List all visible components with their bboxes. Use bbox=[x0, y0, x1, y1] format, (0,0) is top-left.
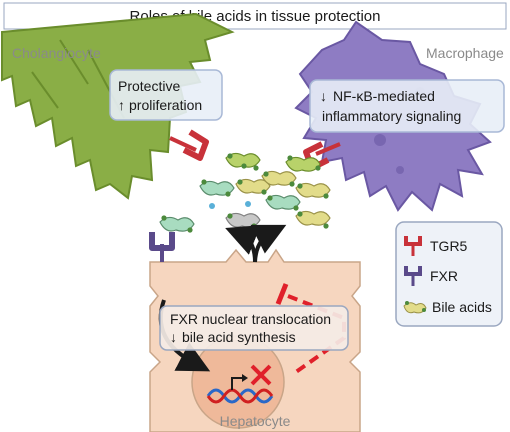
fxr-callout: FXR nuclear translocation ↓ bile acid sy… bbox=[159, 305, 349, 351]
bile-acid-icon bbox=[403, 301, 427, 314]
cholangiocyte-label: Cholangiocyte bbox=[12, 45, 101, 61]
bile-acid-molecule bbox=[159, 215, 195, 233]
dna-icon bbox=[206, 374, 274, 404]
down-arrow-icon: ↓ bbox=[320, 88, 327, 104]
legend-label: Bile acids bbox=[432, 299, 492, 315]
bile-acid-molecule bbox=[265, 194, 301, 211]
protective-proliferation-callout: Protective ↑ proliferation bbox=[109, 69, 223, 121]
legend-item-fxr: FXR bbox=[404, 266, 458, 286]
legend-item-bile-acids: Bile acids bbox=[403, 299, 492, 315]
bile-acid-synthesis-label: bile acid synthesis bbox=[182, 329, 296, 345]
nfkb-label: NF-κB-mediated bbox=[333, 88, 435, 104]
tgr5-receptor-cholangiocyte bbox=[169, 129, 209, 161]
fxr-translocation-label: FXR nuclear translocation bbox=[170, 311, 331, 327]
legend: TGR5 FXR Bile acids bbox=[395, 221, 503, 327]
bile-acid-molecule bbox=[295, 182, 331, 199]
bile-acid-molecule bbox=[225, 212, 261, 229]
tgr5-receptor-icon bbox=[404, 236, 422, 256]
up-arrow-icon: ↑ bbox=[118, 97, 125, 113]
nfkb-callout: ↓ NF-κB-mediated inflammatory signaling bbox=[309, 79, 505, 133]
macrophage-label: Macrophage bbox=[426, 45, 504, 61]
blocked-x-icon bbox=[250, 364, 272, 386]
fxr-receptor-icon bbox=[404, 266, 422, 286]
bile-acid-molecule bbox=[235, 178, 271, 195]
bile-acid-molecule bbox=[225, 152, 261, 171]
legend-item-tgr5: TGR5 bbox=[404, 236, 468, 256]
secretion-arrows bbox=[225, 224, 287, 263]
bile-acid-molecule bbox=[199, 179, 235, 197]
legend-label: FXR bbox=[430, 268, 458, 284]
bile-acid-molecule bbox=[285, 155, 321, 172]
proliferation-label: proliferation bbox=[129, 97, 202, 113]
bile-acid-molecule bbox=[261, 170, 297, 187]
hepatocyte-label: Hepatocyte bbox=[220, 413, 291, 429]
inhibition-bar-icon bbox=[275, 283, 289, 305]
protective-label: Protective bbox=[118, 78, 180, 94]
bile-acid-molecule bbox=[295, 210, 331, 229]
fxr-receptor bbox=[149, 232, 175, 262]
inflammatory-signaling-label: inflammatory signaling bbox=[322, 108, 461, 124]
bile-acids-cluster bbox=[159, 152, 331, 233]
legend-label: TGR5 bbox=[430, 238, 468, 254]
down-arrow-icon: ↓ bbox=[170, 329, 177, 345]
